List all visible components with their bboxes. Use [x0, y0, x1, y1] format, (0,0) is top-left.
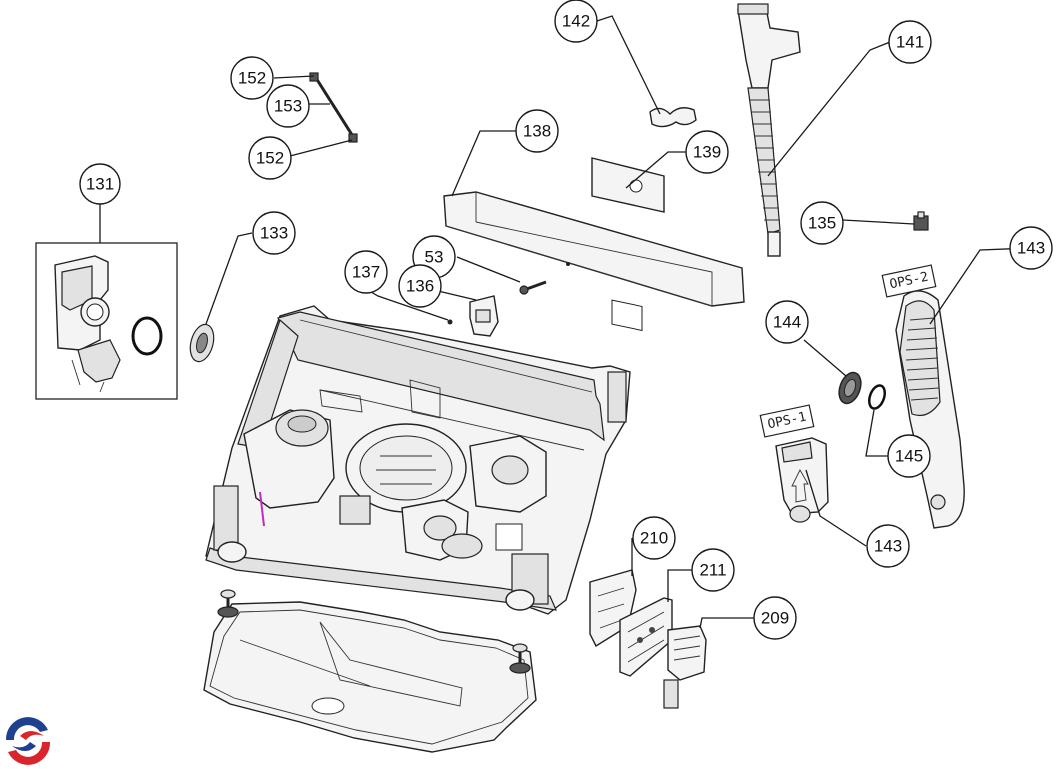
callout-53-label: 53: [425, 248, 444, 267]
callout-152b-label: 152: [256, 149, 284, 168]
callouts: 131 133 152 153 152 142 141 138 139 53 1…: [79, 0, 1053, 640]
callout-153-label: 153: [274, 97, 302, 116]
part-144-seal: [838, 371, 862, 405]
callout-139-label: 139: [693, 143, 721, 162]
callout-133-label: 133: [260, 224, 288, 243]
callout-145: 145: [887, 434, 931, 478]
callout-143b-label: 143: [874, 537, 902, 556]
brand-logo: [4, 716, 52, 765]
callout-133: 133: [252, 211, 296, 255]
callout-135: 135: [800, 201, 844, 245]
callout-152-bottom: 152: [248, 136, 292, 180]
callout-138-label: 138: [523, 122, 551, 141]
part-133-seal: [189, 323, 215, 363]
callout-144-label: 144: [773, 313, 801, 332]
callout-144: 144: [765, 300, 809, 344]
callout-145-label: 145: [895, 447, 923, 466]
callout-138: 138: [515, 109, 559, 153]
callout-136-label: 136: [406, 277, 434, 296]
part-131-assembly: [35, 242, 178, 400]
base-assembly: [205, 305, 631, 615]
part-145-oring: [867, 384, 887, 410]
bottom-plate: [203, 589, 537, 753]
callout-137-label: 137: [352, 263, 380, 282]
callout-152a-label: 152: [238, 69, 266, 88]
callout-209-label: 209: [761, 609, 789, 628]
part-152-153-linkage: [309, 72, 358, 143]
callout-142: 142: [554, 0, 598, 43]
callout-135-label: 135: [808, 214, 836, 233]
callout-137: 137: [344, 250, 388, 294]
callout-143a-label: 143: [1017, 239, 1045, 258]
part-135-valve: [913, 211, 929, 231]
callout-131: 131: [79, 163, 121, 205]
callout-143-bottom: 143: [866, 524, 910, 568]
ops1-tag: OPS-1: [759, 404, 815, 438]
callout-141-label: 141: [896, 33, 924, 52]
part-53-screw: [519, 280, 547, 295]
callout-210: 210: [632, 516, 676, 560]
callout-152-top: 152: [230, 56, 274, 100]
callout-131-label: 131: [86, 175, 114, 194]
callout-141: 141: [888, 20, 932, 64]
callout-211: 211: [691, 548, 735, 592]
part-138-panel: [443, 191, 745, 307]
callout-142-label: 142: [562, 12, 590, 31]
part-136-137-sensor: [447, 295, 499, 337]
part-209-connector: [663, 625, 707, 709]
part-141-hose: [737, 3, 801, 257]
part-139-bracket: [591, 157, 665, 332]
part-143-ops2-float: [895, 290, 965, 529]
callout-210-label: 210: [640, 529, 668, 548]
part-142-clip: [649, 107, 697, 128]
ops2-tag: OPS-2: [881, 264, 937, 298]
callout-209: 209: [753, 596, 797, 640]
callout-143-top: 143: [1009, 226, 1053, 270]
callout-153: 153: [266, 84, 310, 128]
part-143-ops1-float: [775, 437, 829, 523]
callout-136: 136: [398, 264, 442, 308]
callout-139: 139: [685, 130, 729, 174]
callout-211-label: 211: [699, 561, 726, 580]
